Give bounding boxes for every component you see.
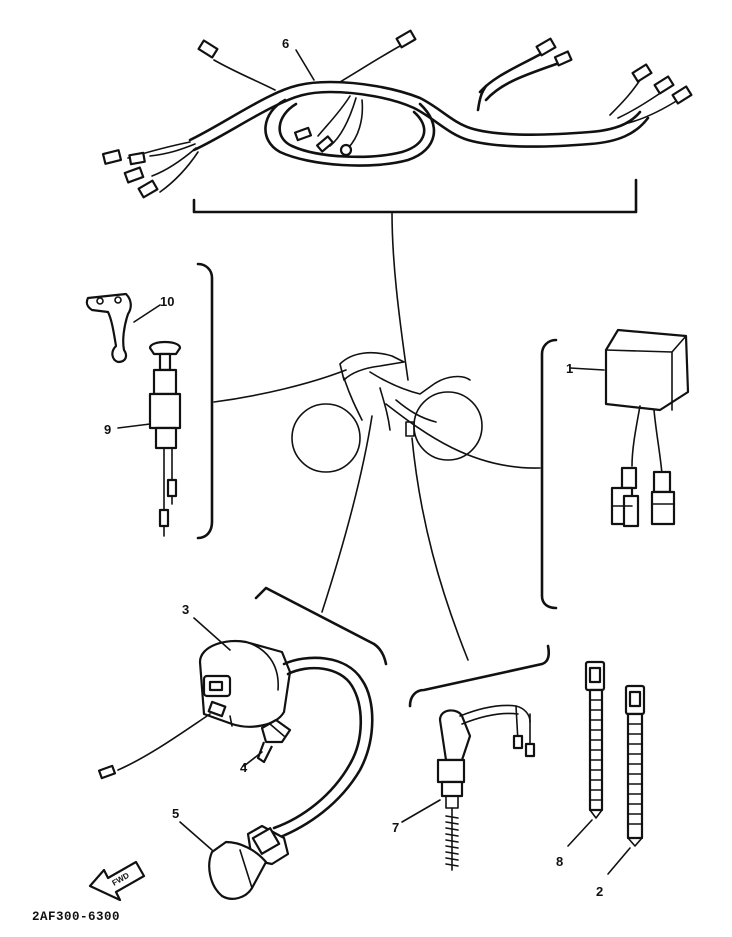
motorcycle-silhouette [291, 351, 483, 473]
plug-cap-part-5[interactable] [208, 824, 290, 900]
choke-plunger-part-9[interactable] [148, 340, 182, 537]
callout-1: 1 [566, 361, 573, 376]
cable-tie-part-8[interactable] [584, 660, 606, 819]
fwd-arrow-icon: FWD [88, 860, 146, 902]
callout-6: 6 [282, 36, 289, 51]
wire-harness-part-6[interactable] [101, 29, 693, 199]
cdi-unit-part-1[interactable] [604, 328, 690, 528]
callout-4: 4 [240, 760, 248, 775]
callout-7: 7 [392, 820, 399, 835]
callout-10: 10 [160, 294, 174, 309]
callout-3: 3 [182, 602, 189, 617]
bracket-part-10[interactable] [85, 292, 132, 364]
screw-part-4[interactable] [256, 718, 292, 764]
left-bracket [196, 262, 214, 540]
callout-9: 9 [104, 422, 111, 437]
callout-2: 2 [596, 884, 603, 899]
diagram-code: 2AF300-6300 [32, 910, 120, 924]
ignition-coil-part-3[interactable] [97, 639, 374, 840]
callout-8: 8 [556, 854, 563, 869]
callout-5: 5 [172, 806, 179, 821]
switch-bracket [408, 644, 551, 708]
harness-bracket [192, 178, 638, 214]
switch-part-7[interactable] [436, 704, 536, 871]
cable-tie-part-2[interactable] [624, 684, 646, 847]
right-bracket [540, 338, 558, 610]
coil-bracket [254, 586, 388, 666]
